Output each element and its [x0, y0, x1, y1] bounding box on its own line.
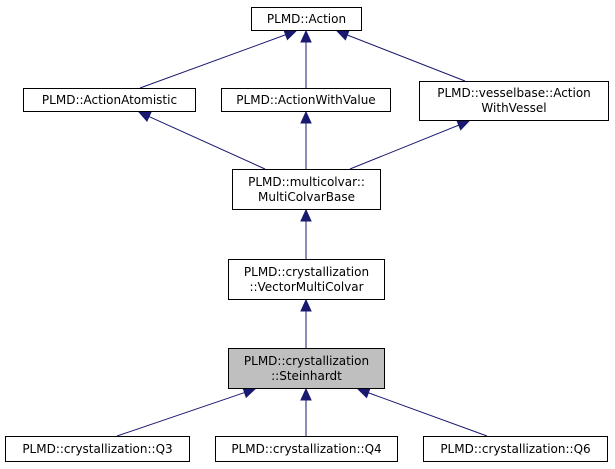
class-node-action-atomistic[interactable]: PLMD::ActionAtomistic	[23, 88, 196, 112]
class-node-label: PLMD::ActionAtomistic	[41, 92, 178, 107]
class-node-label: WithVessel	[481, 101, 547, 115]
arrowhead-icon	[137, 111, 152, 123]
inheritance-edge-q3-to-steinhardt	[116, 387, 257, 437]
class-node-label: PLMD::ActionWithValue	[236, 92, 376, 107]
class-node-q4[interactable]: PLMD::crystallization::Q4	[215, 436, 398, 462]
inheritance-edge-action-with-value-to-action	[300, 29, 312, 88]
arrowhead-icon	[335, 29, 350, 41]
edge-line	[148, 116, 266, 170]
inheritance-edge-multi-colvar-base-to-action-with-value	[300, 110, 312, 169]
inheritance-edge-q6-to-steinhardt	[356, 387, 488, 437]
edge-line	[349, 124, 459, 170]
edge-line	[116, 392, 245, 437]
edge-line	[347, 34, 466, 82]
inheritance-edge-action-atomistic-to-action	[139, 29, 298, 89]
class-node-label: PLMD::crystallization::Q6	[440, 441, 591, 456]
class-node-label: PLMD::crystallization	[243, 264, 370, 279]
class-node-label: PLMD::crystallization::Q4	[231, 441, 382, 456]
arrowhead-icon	[456, 119, 471, 131]
arrowhead-icon	[300, 29, 312, 43]
class-node-q6[interactable]: PLMD::crystallization::Q6	[423, 436, 608, 462]
arrowhead-icon	[242, 387, 257, 399]
class-node-steinhardt: PLMD::crystallization::Steinhardt	[228, 348, 385, 389]
class-node-q3[interactable]: PLMD::crystallization::Q3	[5, 436, 190, 462]
inheritance-edge-action-with-vessel-to-action	[335, 29, 466, 82]
class-node-action-with-value[interactable]: PLMD::ActionWithValue	[221, 88, 391, 112]
class-node-label: PLMD::multicolvar::	[248, 174, 365, 189]
class-node-label: PLMD::Action	[266, 11, 347, 26]
class-node-label: PLMD::crystallization::Q3	[22, 441, 173, 456]
inheritance-edge-q4-to-steinhardt	[300, 387, 312, 436]
class-node-label: PLMD::vesselbase::Action	[437, 86, 591, 100]
inheritance-edge-multi-colvar-base-to-action-with-vessel	[349, 119, 471, 170]
class-node-label: ::VectorMultiColvar	[249, 279, 364, 294]
arrowhead-icon	[356, 387, 371, 399]
inheritance-edge-vector-multi-colvar-to-multi-colvar-base	[300, 208, 312, 259]
edge-line	[368, 392, 488, 437]
arrowhead-icon	[300, 208, 312, 222]
arrowhead-icon	[300, 110, 312, 124]
class-node-label: PLMD::crystallization	[243, 353, 370, 368]
edge-line	[139, 34, 286, 89]
class-node-action[interactable]: PLMD::Action	[251, 7, 362, 31]
inheritance-edge-steinhardt-to-vector-multi-colvar	[300, 298, 312, 348]
arrowhead-icon	[300, 387, 312, 401]
arrowhead-icon	[283, 29, 298, 41]
arrowhead-icon	[300, 298, 312, 312]
class-node-vector-multi-colvar[interactable]: PLMD::crystallization::VectorMultiColvar	[228, 259, 385, 300]
class-node-multi-colvar-base[interactable]: PLMD::multicolvar::MultiColvarBase	[232, 169, 381, 210]
class-node-label: MultiColvarBase	[258, 189, 355, 204]
inheritance-edge-multi-colvar-base-to-action-atomistic	[137, 111, 266, 170]
class-node-label: ::Steinhardt	[271, 368, 342, 383]
